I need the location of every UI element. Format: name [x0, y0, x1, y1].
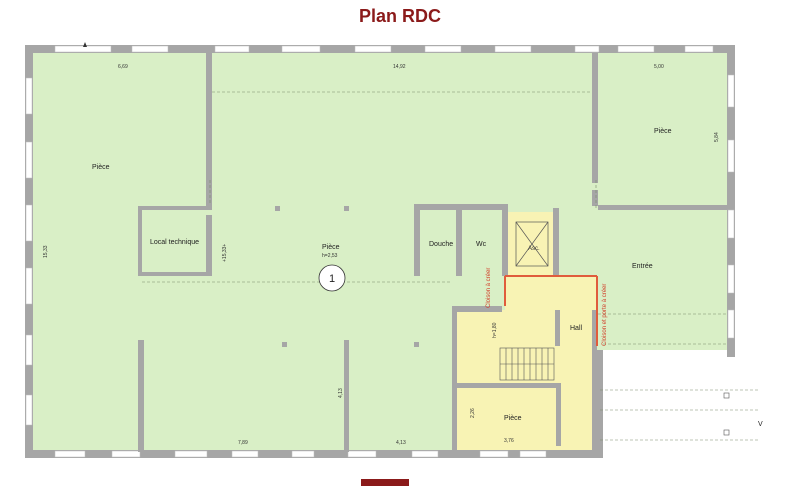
room-douche: Douche: [429, 241, 453, 248]
room-piece-center-height: h=2,53: [322, 253, 338, 259]
annotation-cloison: Cloison à créer: [486, 268, 492, 308]
dim-top-right: 5,00: [654, 64, 664, 70]
dim-left: 15,33: [43, 245, 49, 258]
room-marker-circle: [318, 264, 346, 292]
dim-top-left: 6,69: [118, 64, 128, 70]
dim-piece-width: 3,76: [504, 438, 514, 444]
room-piece-south: Pièce: [504, 415, 522, 422]
lift-cab: [515, 221, 549, 267]
room-piece-center: Pièce: [322, 244, 340, 251]
room-hall: Hall: [570, 325, 583, 332]
annotation-cloison-porte: Cloison et porte à créer: [602, 284, 608, 346]
room-local-technique: Local technique: [150, 239, 199, 246]
exterior-cutout: [597, 350, 732, 460]
dim-piece-height: 2,26: [470, 408, 476, 418]
room-wc: Wc: [476, 241, 487, 248]
room-piece-ne: Pièce: [654, 128, 672, 135]
new-partitions: [504, 275, 598, 346]
edge-text: V: [758, 421, 763, 428]
room-asc: Asc.: [528, 246, 540, 252]
dim-center-vertical: +15,33+: [222, 244, 228, 262]
top-windows: [54, 45, 714, 53]
dim-inner-vertical: 4,13: [338, 388, 344, 398]
beam-lines: [142, 91, 760, 441]
dim-hall-small: h=1,80: [492, 322, 498, 338]
plan-title: Plan RDC: [358, 6, 441, 26]
floor-lift-zone: [507, 212, 555, 276]
pillars: [275, 206, 419, 347]
room-entree: Entrée: [632, 263, 653, 270]
marker-square-1: [723, 392, 730, 399]
dim-bottom-center: 4,13: [396, 440, 406, 446]
dim-bottom-left: 7,89: [238, 440, 248, 446]
marker-square-2: [723, 429, 730, 436]
right-windows: [727, 74, 735, 339]
interior-walls: [138, 53, 727, 452]
room-piece-west: Pièce: [92, 164, 110, 171]
dim-right-ne: 5,84: [714, 132, 720, 142]
scale-bar: [361, 479, 409, 486]
staircase: [499, 347, 555, 381]
floor-hall: [455, 310, 597, 452]
room-marker: 1: [329, 273, 335, 285]
bottom-windows: [54, 450, 547, 458]
north-tick-icon: [83, 42, 87, 47]
dim-top-center: 14,92: [393, 64, 406, 70]
left-windows: [25, 77, 33, 426]
